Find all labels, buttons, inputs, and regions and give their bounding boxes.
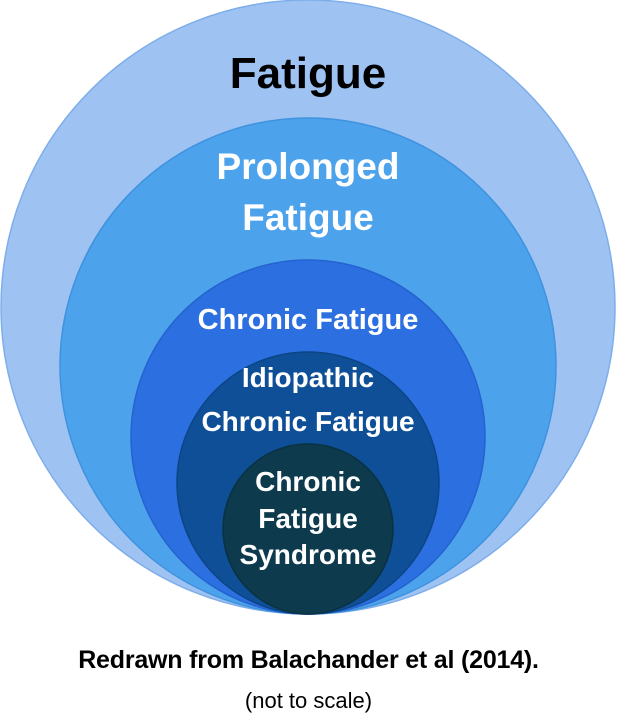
ring-label-chronic-fatigue-line-1: Chronic Fatigue [198,304,419,336]
ring-label-prolonged-fatigue-line-2: Fatigue [242,197,374,238]
ring-label-idiopathic-chronic-fatigue-line-1: Idiopathic [242,362,374,393]
ring-label-chronic-fatigue-syndrome-line-3: Syndrome [240,539,377,570]
rings-layer [0,0,616,615]
ring-label-fatigue-line-1: Fatigue [230,49,386,98]
caption-scale-note: (not to scale) [244,688,373,713]
ring-label-prolonged-fatigue-line-1: Prolonged [217,146,400,187]
ring-chronic-fatigue-syndrome [222,443,394,615]
ring-label-chronic-fatigue-syndrome-line-1: Chronic [255,466,361,497]
caption-source: Redrawn from Balachander et al (2014). [78,646,539,674]
ring-label-chronic-fatigue-syndrome-line-2: Fatigue [258,503,358,534]
ring-label-idiopathic-chronic-fatigue-line-2: Chronic Fatigue [201,406,414,437]
